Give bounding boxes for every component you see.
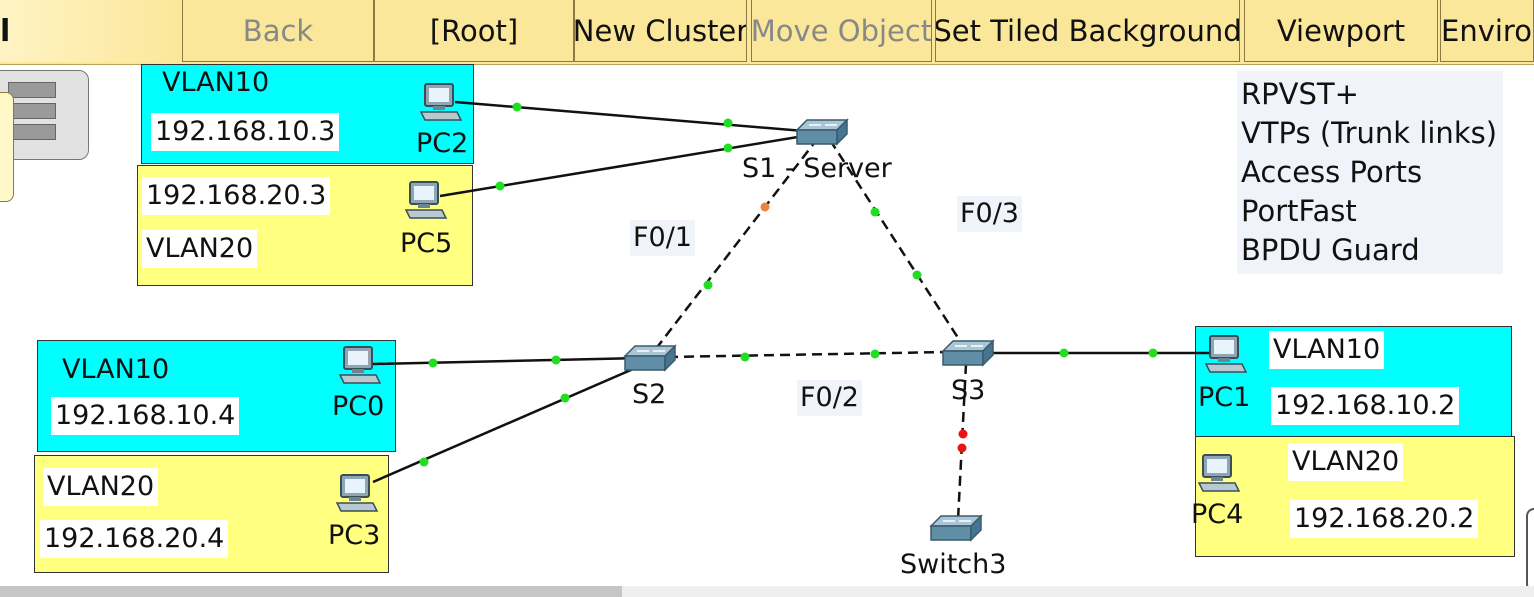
link-s1-s3 [828,139,964,345]
port-note-f03[interactable]: F0/3 [957,196,1022,232]
ip-label: 192.168.10.2 [1271,387,1460,425]
device-label-pc3: PC3 [328,520,381,551]
link-light-down [957,443,967,453]
link-light [428,358,438,368]
link-light [551,355,561,365]
ip-label: 192.168.20.4 [40,520,229,558]
environment-button[interactable]: Environ [1440,0,1534,62]
new-cluster-button[interactable]: New Cluster [574,0,747,62]
device-label-s1: S1 - Server [742,153,892,184]
cluster-edge [1526,508,1534,592]
link-s2-s3 [667,350,949,359]
link-pc2-s1 [454,100,817,134]
switch-icon[interactable] [941,339,995,369]
ip-label: 192.168.10.3 [151,113,340,151]
ip-label: 192.168.20.3 [142,177,331,215]
device-label-pc2: PC2 [416,128,469,159]
ip-label: 192.168.10.4 [51,397,240,435]
link-light [1148,348,1158,358]
device-label-s2: S2 [632,379,667,410]
link-light [1059,348,1069,358]
device-label-pc4: PC4 [1191,499,1244,530]
link-pc0-s2 [372,356,641,366]
pc-icon[interactable] [338,345,382,387]
cluster-note [0,92,14,202]
vlan-label: VLAN20 [1288,443,1404,481]
link-light [870,349,880,359]
device-label-s3: S3 [951,375,986,406]
move-object-button[interactable]: Move Object [751,0,932,62]
link-light-blocking [760,202,770,212]
ip-label: 192.168.20.2 [1290,500,1479,538]
link-light [703,280,713,290]
device-label-pc5: PC5 [400,228,453,259]
vlan-label: VLAN10 [62,354,170,385]
vlan-label: VLAN10 [162,67,270,98]
device-label-switch3: Switch3 [900,549,1007,580]
notes-box[interactable]: RPVST+ VTPs (Trunk links) Access Ports P… [1237,71,1503,274]
link-s1-s2 [654,137,819,351]
set-tiled-background-button[interactable]: Set Tiled Background [935,0,1240,62]
horizontal-scrollbar[interactable] [0,586,1534,597]
back-button[interactable]: Back [182,0,374,62]
note-line: VTPs (Trunk links) [1241,116,1498,150]
note-line: BPDU Guard [1241,233,1420,267]
vlan-label: VLAN10 [1269,331,1385,369]
switch-icon[interactable] [795,118,849,148]
port-note-f02[interactable]: F0/2 [797,380,862,416]
switch-icon[interactable] [623,344,677,374]
link-light [512,102,522,112]
pc-icon[interactable] [419,82,463,124]
pc-icon[interactable] [404,180,448,222]
link-light [495,181,505,191]
link-pc3-s2 [372,364,641,484]
link-light [912,270,922,280]
pc-icon[interactable] [1197,453,1241,495]
note-line: Access Ports [1241,155,1423,189]
link-light-down [958,429,968,439]
note-line: RPVST+ [1241,77,1359,111]
horizontal-scrollbar-thumb[interactable] [0,586,622,597]
link-light [740,352,750,362]
note-line: PortFast [1241,194,1357,228]
device-label-pc1: PC1 [1198,382,1251,413]
rack-icon [8,82,56,142]
link-light [723,143,733,153]
toolbar: l Back [Root] New Cluster Move Object Se… [0,0,1534,65]
vlan-label: VLAN20 [142,230,258,268]
viewport-button[interactable]: Viewport [1244,0,1438,62]
link-light [723,118,733,128]
device-label-pc0: PC0 [332,391,385,422]
port-note-f01[interactable]: F0/1 [630,220,695,256]
vlan-label: VLAN20 [43,468,159,506]
link-light [870,207,880,217]
toolbar-logical-label: l [0,0,182,62]
pc-icon[interactable] [1204,334,1248,376]
link-light [560,393,570,403]
link-light [419,457,429,467]
pc-icon[interactable] [335,473,379,515]
link-s3-switch3 [956,363,968,521]
switch-icon[interactable] [929,514,983,544]
root-button[interactable]: [Root] [374,0,574,62]
